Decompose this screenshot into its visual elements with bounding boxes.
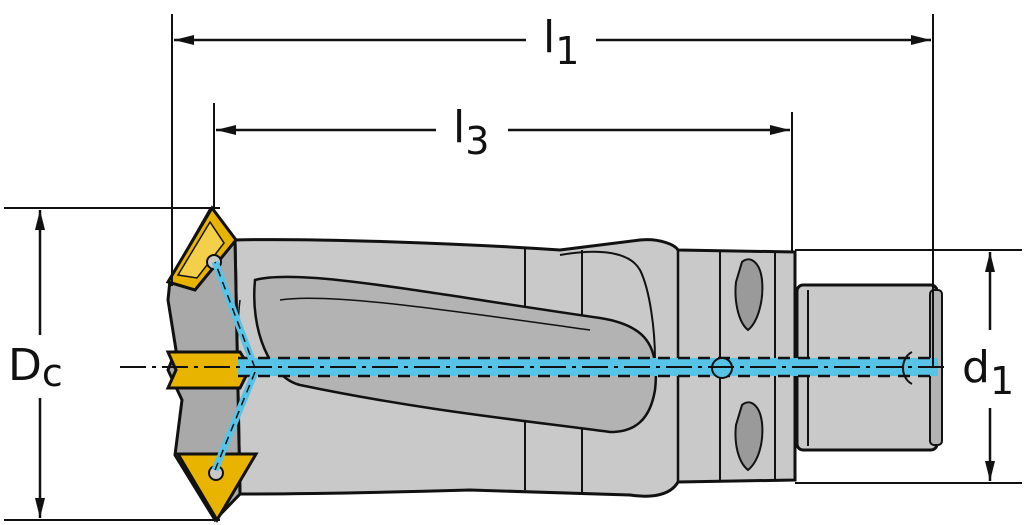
dim-d1-label: d1 (962, 342, 1014, 403)
flute-edge-line (559, 250, 656, 361)
dimensions: l1 l3 Dc d1 (4, 12, 1022, 521)
insert-middle (165, 350, 252, 390)
inserts (165, 205, 259, 523)
coolant-dashed-edge (214, 371, 256, 471)
coolant-end (902, 351, 913, 385)
dim-dc-label: Dc (8, 340, 63, 395)
dim-l3-label: l3 (453, 102, 489, 163)
dim-l1-label: l1 (543, 12, 579, 73)
coolant-slot-upper (734, 258, 764, 332)
insert-top-face (176, 220, 225, 279)
flute-edge-line (279, 297, 591, 331)
flute (253, 275, 658, 434)
coolant-slot-lower (734, 401, 764, 472)
insert-bottom (175, 452, 259, 523)
coolant-dashed-edge (214, 261, 256, 369)
